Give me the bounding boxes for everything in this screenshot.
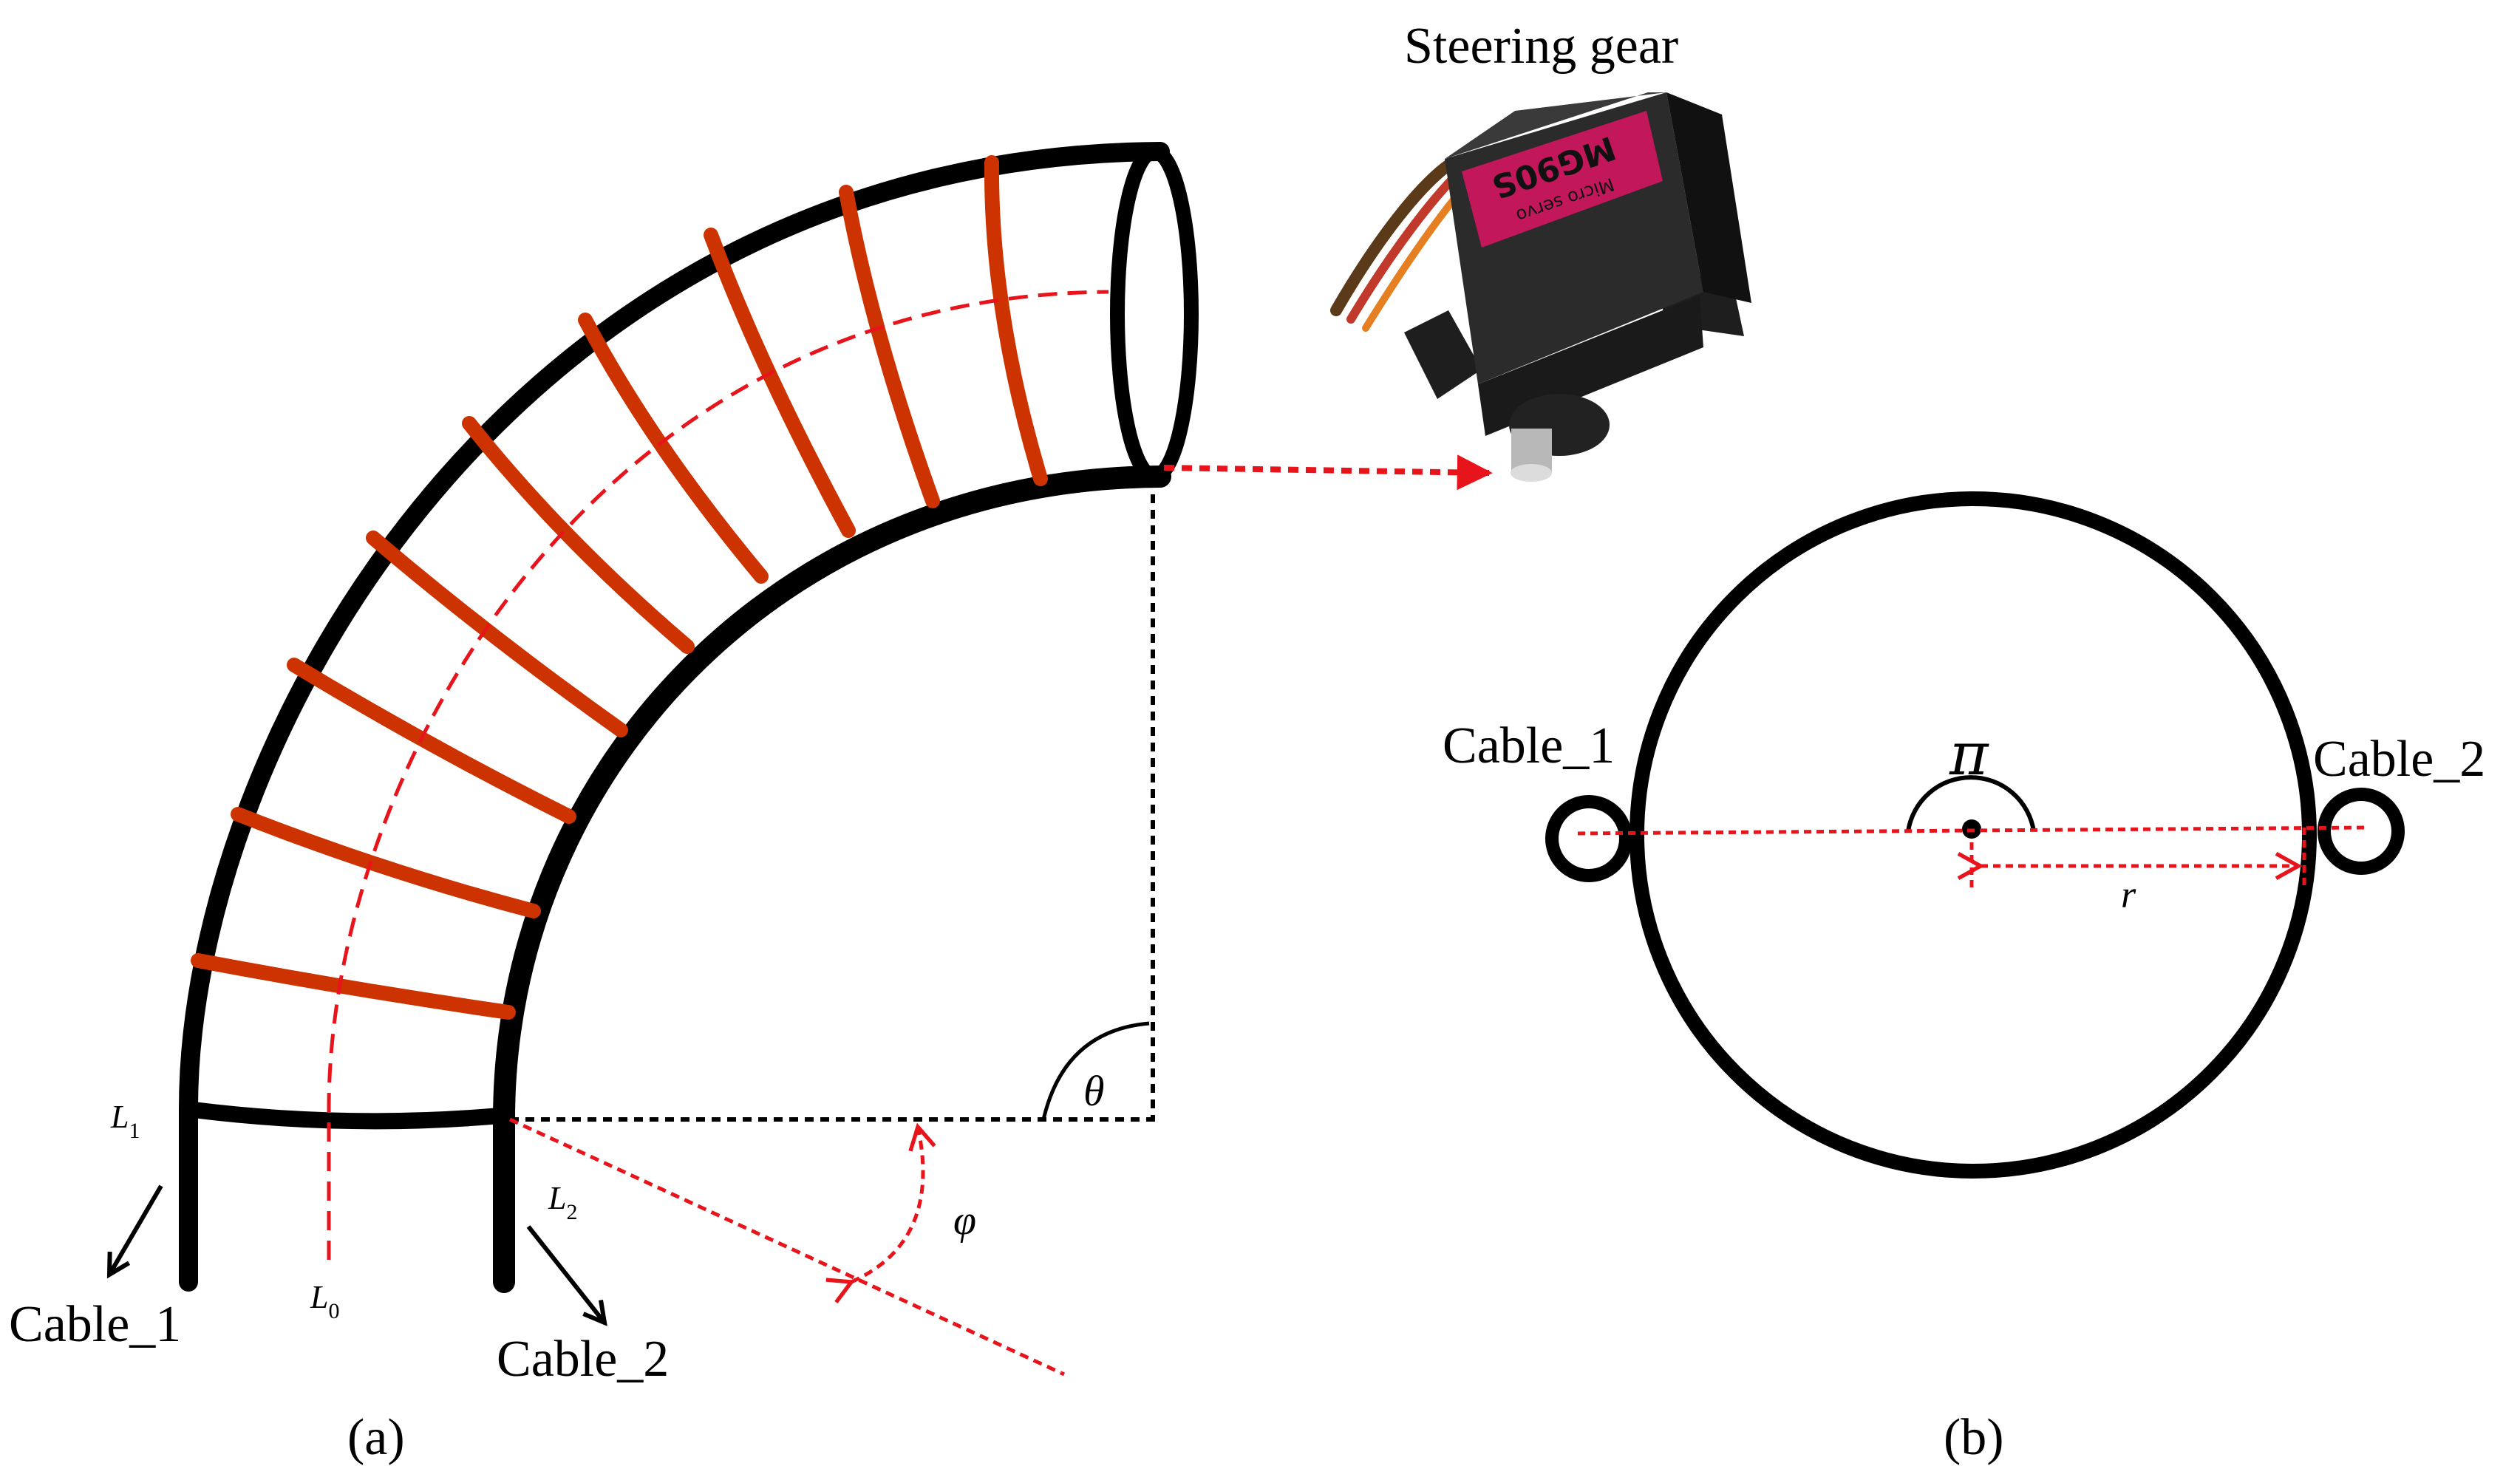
cable-1-label: Cable_1 <box>9 1296 181 1353</box>
panel-a-caption: (a) <box>347 1409 405 1466</box>
L1-label: L1 <box>110 1099 140 1143</box>
phi-reference-line <box>508 1117 1066 1377</box>
panel-b: π r Cable_1 Cable_2 (b) <box>1443 491 2485 1466</box>
r-label: r <box>2121 874 2136 916</box>
tube-end-opening <box>1110 144 1199 484</box>
servo-mount-tab-left <box>1404 310 1482 399</box>
panel-a: θ φ Cable_1 Cable_2 L1 L2 <box>9 142 1199 1466</box>
coil-ring <box>231 807 541 918</box>
cross-section-circle <box>1630 491 2317 1179</box>
tube-base-edge <box>192 1102 500 1130</box>
coil-ring <box>839 185 940 508</box>
cable-1-label-b: Cable_1 <box>1443 717 1615 774</box>
coil-ring <box>287 658 576 824</box>
cable-2-label-b: Cable_2 <box>2313 731 2485 788</box>
coil-ring <box>578 313 769 584</box>
L2-label: L2 <box>548 1180 577 1224</box>
servo-wire-brown <box>1330 157 1458 316</box>
coil-ring <box>366 531 628 737</box>
theta-label: θ <box>1083 1067 1105 1115</box>
theta-angle-arc <box>1041 1021 1150 1120</box>
pi-angle-arc <box>1906 775 2036 832</box>
tube-to-servo-arrow <box>1163 454 1493 491</box>
phi-label: φ <box>953 1198 976 1244</box>
L0-label: L0 <box>310 1279 339 1323</box>
cable-1-ring <box>1545 795 1632 882</box>
cable-1-arrow <box>109 1184 163 1275</box>
tube-outer-wall <box>179 142 1170 1292</box>
servo-label-plate <box>1462 111 1663 248</box>
pi-label: π <box>1949 720 1989 788</box>
servo-wire-red <box>1346 164 1468 324</box>
coil-rings <box>191 155 1048 1020</box>
servo-shaft-tip <box>1511 464 1552 482</box>
coil-ring <box>191 953 516 1020</box>
servo-title: Steering gear <box>1404 18 1678 75</box>
coil-ring <box>462 416 695 654</box>
servo-motor-picture: Steering gear Micro servo MG90S <box>1330 18 1751 482</box>
servo-body-side <box>1666 92 1751 303</box>
coil-ring <box>984 155 1048 486</box>
cable-2-label: Cable_2 <box>497 1331 669 1388</box>
cable-2-ring <box>2318 788 2405 875</box>
phi-angle-arc <box>825 1122 936 1304</box>
tube-inner-wall <box>493 466 1171 1293</box>
cable-2-arrow <box>526 1225 605 1323</box>
neutral-axis-L0 <box>327 290 1109 1260</box>
panel-b-caption: (b) <box>1944 1409 2004 1466</box>
coil-ring <box>704 228 856 538</box>
cable-axis-line <box>1577 825 2369 836</box>
